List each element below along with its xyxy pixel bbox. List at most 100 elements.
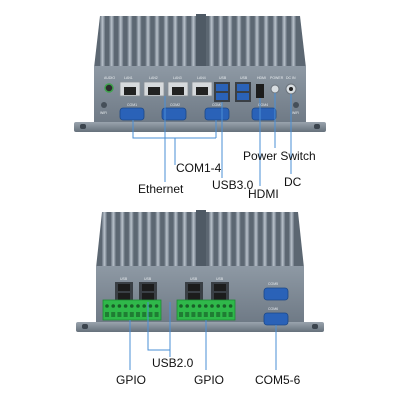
gpio-screw	[154, 304, 159, 308]
gpio-pin-slot	[117, 312, 122, 317]
callout-usb3: USB3.0	[212, 178, 254, 192]
callout-hdmi: HDMI	[248, 187, 279, 201]
usb2-port-1	[118, 284, 130, 291]
bottom-mini-pc: USB USB USB USB COM5 COM6	[76, 210, 324, 332]
heatsink-fin	[163, 16, 169, 68]
gpio-terminal-left	[102, 299, 162, 321]
usb3-port-2	[216, 93, 228, 100]
heatsink-fin	[110, 212, 116, 268]
com-ports-1-4: COM1 COM2 COM3 COM4	[119, 103, 277, 121]
gpio-pin-slot	[111, 312, 116, 317]
callout-ethernet: Ethernet	[138, 182, 184, 196]
bottom-heatsink-fins	[96, 210, 304, 268]
com1-label: COM1	[127, 103, 137, 107]
gpio-screw	[117, 304, 122, 308]
heatsink-fin	[109, 16, 115, 68]
audio-label: AUDIO	[104, 76, 115, 80]
heatsink-fin	[244, 212, 250, 268]
com3-label: COM3	[212, 103, 222, 107]
gpio-screw	[179, 304, 183, 308]
heatsink-fin	[226, 212, 232, 268]
heatsink-fin	[208, 212, 214, 268]
heatsink-fin	[236, 16, 242, 68]
leader-com	[132, 120, 176, 165]
heatsink-fin	[254, 16, 260, 68]
heatsink-fin	[253, 212, 259, 268]
heatsink-fin	[100, 16, 105, 68]
gpio-pin-slot	[210, 312, 214, 317]
gpio-screw	[185, 304, 189, 308]
callout-com1-4: COM1-4	[176, 161, 222, 175]
usb3-ports	[214, 82, 251, 102]
hdmi-label: HDMI	[257, 76, 266, 80]
heatsink-fin	[235, 212, 241, 268]
heatsink-fin	[245, 16, 251, 68]
callout-power-switch: Power Switch	[243, 149, 316, 163]
heatsink-fin	[164, 212, 170, 268]
gpio-pin-slot	[197, 312, 202, 317]
heatsink-fin	[209, 16, 215, 68]
com2-label: COM2	[170, 103, 180, 107]
heatsink-fin	[190, 16, 196, 68]
heatsink-fin	[281, 16, 287, 68]
usb-label-2: USB	[240, 76, 248, 80]
gpio-pin-slot	[222, 312, 227, 317]
callout-usb2: USB2.0	[152, 356, 194, 370]
usb2-port-2	[118, 293, 130, 300]
heatsink-fin	[145, 16, 151, 68]
gpio-pin-slot	[123, 312, 128, 317]
gpio-screw	[142, 304, 146, 308]
usb-label-1: USB	[219, 76, 227, 80]
heatsink-fin	[271, 212, 277, 268]
usb2-label-2: USB	[144, 277, 152, 281]
top-leader-lines	[132, 93, 292, 186]
usb2-label-4: USB	[216, 277, 224, 281]
heatsink-fin	[289, 212, 294, 268]
heatsink-fin	[118, 16, 124, 68]
usb3-port-3	[237, 84, 249, 91]
gpio-pin-slot	[203, 312, 208, 317]
heatsink-fin	[181, 16, 187, 68]
gpio-pin-slot	[185, 312, 190, 317]
heatsink-fin	[155, 212, 161, 268]
callout-gpio-left: GPIO	[116, 373, 147, 387]
usb2-label-1: USB	[120, 277, 128, 281]
heatsink-fin	[136, 16, 142, 68]
wifi-label-right: WiFi	[292, 111, 299, 115]
gpio-screw	[228, 304, 233, 308]
lan3-label: LAN3	[173, 76, 182, 80]
com3-port	[204, 107, 230, 121]
gpio-screw	[197, 304, 202, 308]
gpio-screw	[136, 304, 140, 308]
heatsink-fin	[173, 212, 179, 268]
usb2-label-3: USB	[190, 277, 198, 281]
callout-gpio-right: GPIO	[194, 373, 225, 387]
bottom-leader-lines	[129, 302, 277, 370]
heatsink-fin	[191, 212, 196, 268]
top-heatsink-fins	[94, 14, 306, 69]
gpio-screw	[191, 304, 196, 308]
heatsink-fin	[263, 16, 269, 68]
heatsink-fin	[154, 16, 160, 68]
gpio-screw	[222, 304, 227, 308]
top-mounting-flange	[74, 122, 326, 132]
gpio-pin-slot	[216, 312, 221, 317]
gpio-screw	[130, 304, 134, 308]
audio-jack	[104, 83, 114, 93]
com4-label: COM4	[258, 103, 268, 107]
com2-port	[161, 107, 187, 121]
usb2-port-8	[214, 293, 226, 300]
ethernet-ports	[119, 81, 213, 97]
heatsink-fin	[128, 212, 134, 268]
heatsink-fin	[217, 212, 223, 268]
callout-com5-6: COM5-6	[255, 373, 301, 387]
com4-port	[251, 107, 277, 121]
usb2-port-7	[214, 284, 226, 291]
gpio-pin-slot	[148, 312, 153, 317]
lan4-label: LAN4	[197, 76, 206, 80]
callout-dc: DC	[284, 175, 302, 189]
heatsink-fin	[127, 16, 133, 68]
heatsink-fin	[272, 16, 278, 68]
usb2-ports	[115, 282, 229, 302]
usb2-port-5	[188, 284, 200, 291]
